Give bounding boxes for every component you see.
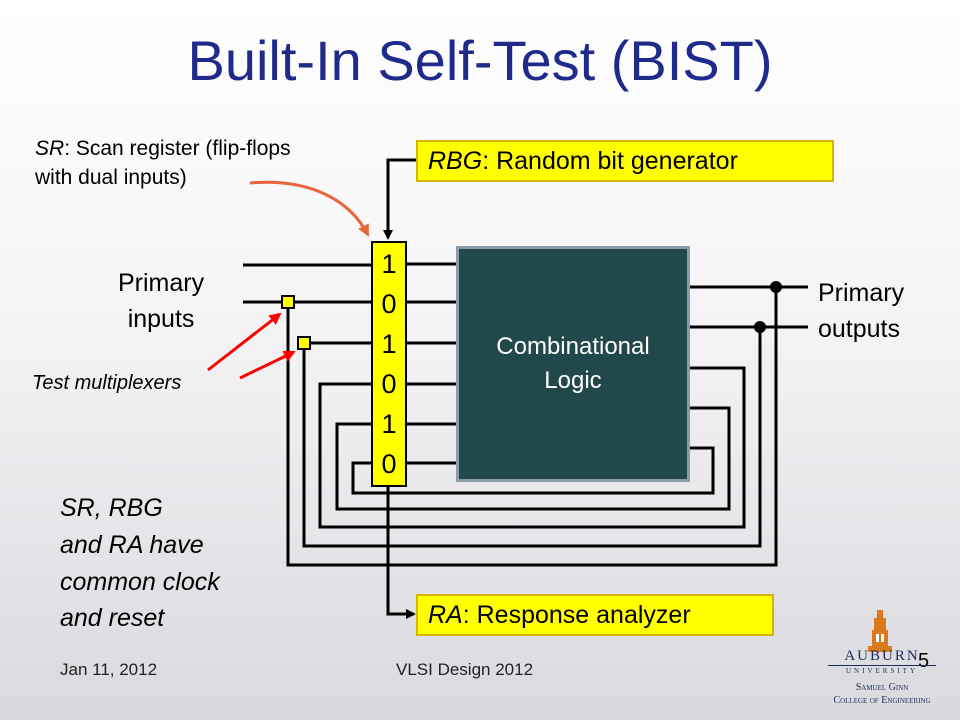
- logo-college-line2: College of Engineering: [833, 695, 931, 706]
- scan-bit: 1: [381, 249, 397, 279]
- common-clock-note: SR, RBG and RA have common clock and res…: [60, 490, 220, 637]
- feedback-loop-3: [318, 366, 746, 529]
- rbg-description: : Random bit generator: [482, 147, 738, 175]
- primary-outputs-line1: Primary: [818, 279, 905, 307]
- primary-inputs-label: Primary inputs: [118, 265, 204, 338]
- test-multiplexer: [281, 295, 295, 309]
- test-multiplexers-label: Test multiplexers: [32, 372, 182, 394]
- primary-inputs-line1: Primary: [118, 269, 205, 297]
- comb-logic-line2: Logic: [544, 367, 602, 394]
- scan-bit: 1: [381, 409, 397, 439]
- common-note-line3: common clock: [60, 567, 220, 596]
- scan-bit: 0: [381, 449, 397, 479]
- sr-description-line1: : Scan register (flip-flops: [64, 137, 291, 160]
- logo-college-line1: Samuel Ginn: [855, 682, 909, 693]
- rbg-term: RBG: [428, 147, 483, 175]
- primary-outputs-label: Primary outputs: [818, 275, 904, 348]
- output-junction-2: [754, 321, 766, 333]
- logo-sub: UNIVERSITY: [846, 667, 918, 675]
- primary-outputs-line2: outputs: [818, 315, 901, 344]
- auburn-tower-icon: [868, 610, 892, 652]
- sr-description: SR: Scan register (flip-flops with dual …: [35, 134, 291, 193]
- common-note-line2: and RA have: [60, 530, 204, 559]
- test-multiplexer: [297, 336, 311, 350]
- comb-logic-line1: Combinational: [496, 333, 650, 361]
- footer-date: Jan 11, 2012: [60, 660, 158, 679]
- scan-bit: 1: [381, 329, 397, 359]
- mux-arrow-1: [207, 312, 282, 372]
- feedback-loop-4: [335, 406, 731, 511]
- sr-description-line2: with dual inputs): [35, 166, 187, 190]
- feedback-loop-1: [286, 287, 778, 567]
- rbg-to-sr-wire: [383, 158, 416, 240]
- sr-note-arrow: [249, 180, 370, 237]
- ra-description: : Response analyzer: [462, 601, 691, 629]
- common-note-line4: and reset: [60, 604, 165, 633]
- combinational-logic-block: Combinational Logic: [456, 246, 690, 482]
- ra-term: RA: [428, 601, 463, 629]
- output-junction-1: [770, 281, 782, 293]
- logo-name: AUBURN: [828, 648, 936, 666]
- common-note-line1: SR, RBG: [60, 494, 163, 522]
- feedback-loop-5: [351, 446, 715, 495]
- page-number: 5: [918, 650, 930, 672]
- scan-bit: 0: [381, 369, 397, 399]
- sr-term: SR: [35, 137, 65, 160]
- ra-box: RA: Response analyzer: [416, 594, 774, 636]
- rbg-box: RBG: Random bit generator: [416, 140, 834, 182]
- primary-inputs-line2: inputs: [127, 305, 195, 334]
- mux-arrow-2: [239, 350, 296, 380]
- auburn-logo: AUBURN UNIVERSITY Samuel Ginn College of…: [822, 606, 942, 716]
- footer-course: VLSI Design 2012: [396, 660, 534, 679]
- scan-bit: 0: [381, 289, 397, 319]
- scan-register: 1 0 1 0 1 0: [371, 241, 407, 487]
- feedback-loop-2: [302, 327, 762, 548]
- sr-to-ra-wire: [386, 487, 416, 619]
- page-title: Built-In Self-Test (BIST): [187, 29, 773, 92]
